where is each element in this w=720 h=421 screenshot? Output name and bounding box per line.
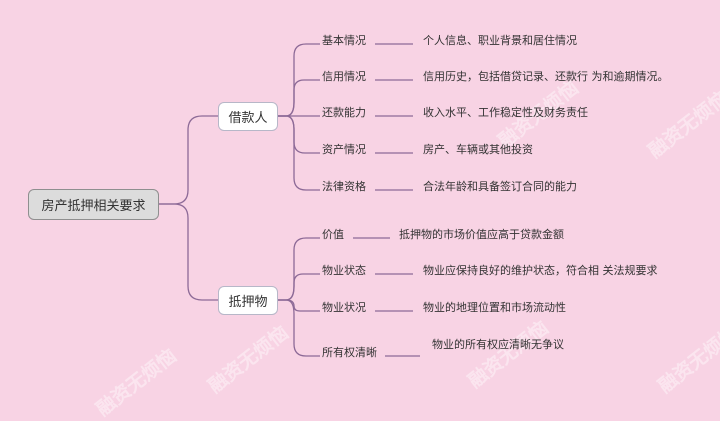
connector-root-borrower [159, 115, 218, 205]
desc-collateral-value: 抵押物的市场价值应高于贷款金额 [399, 228, 564, 241]
leaf-collateral-ownership[interactable]: 所有权清晰 [322, 346, 377, 359]
leaf-borrower-assets[interactable]: 资产情况 [322, 143, 366, 156]
desc-borrower-legal: 合法年龄和具备签订合同的能力 [423, 180, 577, 193]
branch-node-collateral[interactable]: 抵押物 [218, 286, 278, 315]
connector-collateral-3 [278, 299, 320, 312]
connector-collateral-1 [278, 237, 320, 301]
leaf-borrower-basic[interactable]: 基本情况 [322, 34, 366, 47]
connector-collateral-2 [278, 273, 320, 301]
leaf-collateral-value[interactable]: 价值 [322, 228, 344, 241]
connector-borrower-4 [278, 115, 320, 154]
desc-borrower-assets: 房产、车辆或其他投资 [423, 143, 533, 156]
branch-node-borrower[interactable]: 借款人 [218, 102, 278, 131]
desc-borrower-basic: 个人信息、职业背景和居住情况 [423, 34, 577, 47]
leaf-collateral-state[interactable]: 物业状态 [322, 264, 366, 277]
desc-collateral-state: 物业应保持良好的维护状态，符合相 关法规要求 [423, 264, 658, 277]
connector-collateral-4 [278, 299, 320, 357]
desc-borrower-credit: 信用历史，包括借贷记录、还款行 为和逾期情况。 [423, 70, 669, 83]
desc-collateral-condition: 物业的地理位置和市场流动性 [423, 301, 566, 314]
leaf-borrower-repayment[interactable]: 还款能力 [322, 106, 366, 119]
connector-root-collateral [159, 203, 218, 301]
connector-borrower-2 [278, 79, 320, 117]
root-node[interactable]: 房产抵押相关要求 [28, 189, 159, 220]
leaf-collateral-condition[interactable]: 物业状况 [322, 301, 366, 314]
mindmap-connectors [159, 43, 420, 357]
connector-borrower-5 [278, 115, 320, 191]
leaf-borrower-credit[interactable]: 信用情况 [322, 70, 366, 83]
desc-collateral-ownership: 物业的所有权应清晰无争议 [432, 338, 564, 351]
leaf-borrower-legal[interactable]: 法律资格 [322, 180, 366, 193]
desc-borrower-repayment: 收入水平、工作稳定性及财务责任 [423, 106, 588, 119]
